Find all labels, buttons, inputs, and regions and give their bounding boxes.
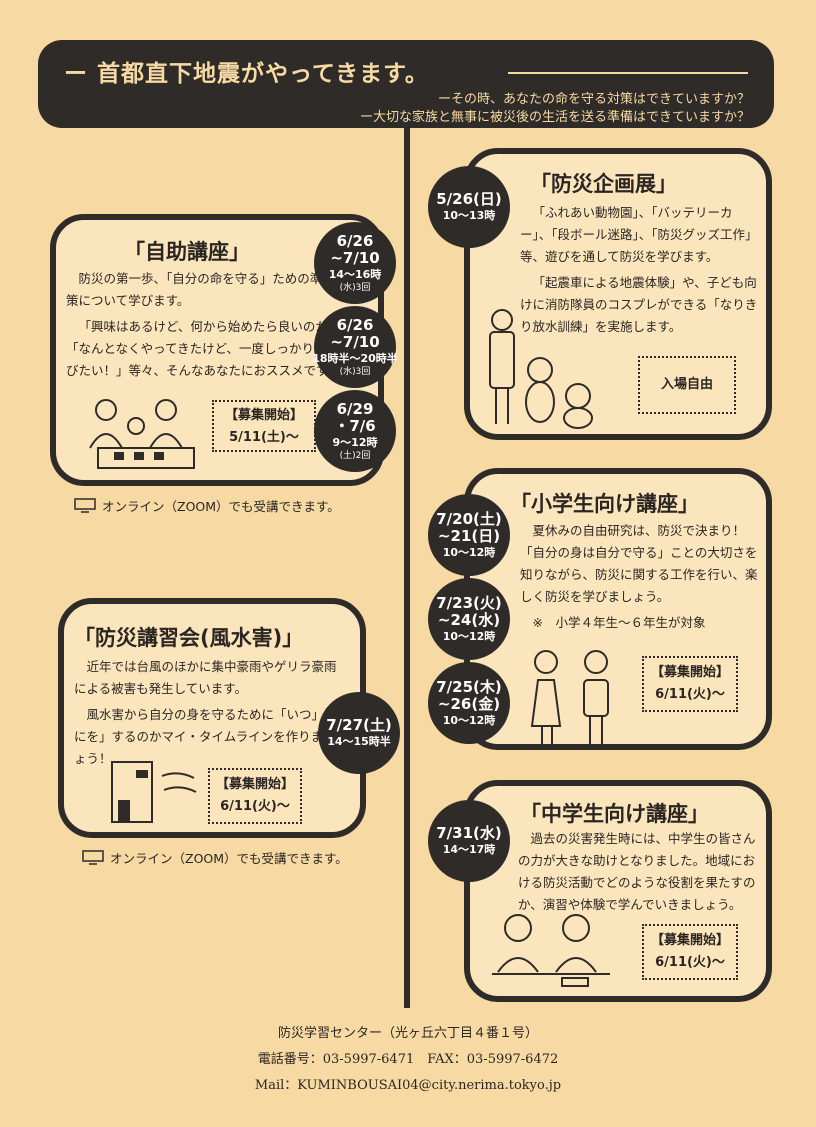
- date-text: 5/26(日): [436, 190, 502, 208]
- badge-date: 6/11(火)〜: [220, 799, 290, 814]
- date-circle-kikaku: 5/26(日) 10〜13時: [428, 166, 510, 248]
- badge-label: 【募集開始】: [650, 665, 729, 680]
- badge-date: 6/11(火)〜: [655, 687, 725, 702]
- online-text: オンライン（ZOOM）でも受講できます。: [102, 499, 340, 514]
- target-note: ※ 小学４年生〜６年生が対象: [532, 615, 706, 630]
- header-banner: ー 首都直下地震がやってきます。 ーその時、あなたの命を守る対策はできていますか…: [38, 40, 774, 128]
- entry-badge: 入場自由: [638, 356, 736, 414]
- card-paragraph: 夏休みの自由研究は、防災で決まり！「自分の身は自分で守る」ことの大切さを知りなが…: [520, 523, 758, 604]
- date-text-2: ~24(水): [437, 610, 501, 629]
- monitor-icon: [74, 498, 96, 513]
- badge-date: 6/11(火)〜: [655, 955, 725, 970]
- date-circle-shogaku-3: 7/25(木) ~26(金) 10〜12時: [428, 662, 510, 744]
- time-text: 10〜13時: [442, 209, 496, 222]
- card-title: 「防災講習会(風水害)」: [74, 626, 304, 650]
- subtitle-1: ーその時、あなたの命を守る対策はできていますか？: [437, 92, 750, 107]
- card-fusui: 「防災講習会(風水害)」 近年では台風のほかに集中豪雨やゲリラ豪雨による被害も発…: [58, 598, 366, 838]
- date-text: 7/27(土): [326, 716, 392, 734]
- badge-date: 5/11(土)〜: [229, 430, 299, 445]
- session-note: (土)2回: [339, 450, 371, 461]
- storm-house-illustration: [104, 756, 200, 830]
- card-paragraph: 過去の災害発生時には、中学生の皆さんの力が大きな助けとなりました。地域における防…: [518, 831, 756, 912]
- card-paragraph: 「起震車による地震体験」や、子ども向けに消防隊員のコスプレができる「なりきり放水…: [520, 275, 758, 334]
- time-text: 14〜17時: [442, 843, 496, 856]
- online-text: オンライン（ZOOM）でも受講できます。: [110, 851, 348, 866]
- badge-label: 【募集開始】: [215, 777, 294, 792]
- footer-phone: 電話番号：03-5997-6471 FAX：03-5997-6472: [257, 1052, 559, 1067]
- monitor-icon: [82, 850, 104, 865]
- card-paragraph: 防災の第一歩、「自分の命を守る」ための準備や対策について学びます。: [66, 271, 360, 308]
- date-text: 7/31(水): [436, 824, 502, 842]
- title-rule: [508, 72, 748, 74]
- date-text-2: ~21(日): [437, 526, 501, 545]
- date-circle-shogaku-2: 7/23(火) ~24(水) 10〜12時: [428, 578, 510, 660]
- timeline-line: [404, 128, 410, 1008]
- firefighter-animals-illustration: [482, 306, 612, 434]
- time-text: 14〜16時: [328, 267, 382, 281]
- card-body: 「ふれあい動物園」、「バッテリーカー」、「段ボール迷路」、「防災グッズ工作」等、…: [520, 202, 762, 342]
- date-text: 7/20(土): [436, 509, 502, 528]
- recruit-badge: 【募集開始】 6/11(火)〜: [208, 768, 302, 824]
- date-text-2: ~7/10: [330, 332, 380, 351]
- time-text: 18時半〜20時半: [312, 351, 398, 365]
- date-text-2: ~26(金): [437, 694, 501, 713]
- time-text: 10〜12時: [442, 713, 496, 727]
- card-title: 「中学生向け講座」: [520, 802, 709, 826]
- recruit-badge: 【募集開始】 6/11(火)〜: [642, 656, 738, 712]
- date-text: 6/29: [336, 399, 374, 418]
- time-text: 10〜12時: [442, 629, 496, 643]
- time-text: 9〜12時: [332, 435, 378, 449]
- badge-label: 【募集開始】: [650, 933, 729, 948]
- time-text: 14〜15時半: [327, 735, 391, 748]
- date-circle-jijo-3: 6/29 ・7/6 9〜12時 (土)2回: [314, 390, 396, 472]
- date-text-2: ~7/10: [330, 248, 380, 267]
- session-note: (水)3回: [339, 366, 371, 377]
- online-note-1: オンライン（ZOOM）でも受講できます。: [74, 496, 340, 515]
- card-paragraph: 「興味はあるけど、何から始めたら良いのか…」「なんとなくやってきたけど、一度しっ…: [66, 319, 365, 378]
- time-text: 10〜12時: [442, 545, 496, 559]
- date-circle-jijo-2: 6/26 ~7/10 18時半〜20時半 (水)3回: [312, 306, 398, 388]
- recruit-badge: 【募集開始】 6/11(火)〜: [642, 924, 738, 980]
- card-kikaku: 「防災企画展」 「ふれあい動物園」、「バッテリーカー」、「段ボール迷路」、「防災…: [464, 148, 772, 440]
- date-text: 7/25(木): [436, 677, 502, 696]
- recruit-badge: 【募集開始】 5/11(土)〜: [212, 400, 316, 452]
- date-circle-jijo-1: 6/26 ~7/10 14〜16時 (水)3回: [314, 222, 396, 304]
- online-note-2: オンライン（ZOOM）でも受講できます。: [82, 848, 348, 867]
- date-text-2: ・7/6: [334, 416, 376, 435]
- date-text: 7/23(火): [436, 593, 502, 612]
- date-text: 6/26: [336, 231, 374, 250]
- card-title: 「小学生向け講座」: [510, 492, 699, 516]
- badge-label: 【募集開始】: [224, 408, 303, 423]
- footer-mail[interactable]: Mail：KUMINBOUSAI04@city.nerima.tokyo.jp: [254, 1078, 562, 1093]
- card-shogaku: 「小学生向け講座」 夏休みの自由研究は、防災で決まり！「自分の身は自分で守る」こ…: [464, 468, 772, 750]
- footer-center: 防災学習センター（光ヶ丘六丁目４番１号）: [277, 1026, 538, 1041]
- students-illustration: [492, 910, 610, 994]
- card-paragraph: 「ふれあい動物園」、「バッテリーカー」、「段ボール迷路」、「防災グッズ工作」等、…: [520, 205, 758, 264]
- date-text: 6/26: [336, 315, 374, 334]
- card-body: 過去の災害発生時には、中学生の皆さんの力が大きな助けとなりました。地域における防…: [518, 828, 766, 920]
- card-title: 「自助講座」: [124, 240, 250, 264]
- card-body: 防災の第一歩、「自分の命を守る」ための準備や対策について学びます。 「興味はある…: [66, 268, 366, 386]
- date-circle-chugaku: 7/31(水) 14〜17時: [428, 800, 510, 882]
- card-paragraph: 風水害から自分の身を守るために「いつ」「なにを」するのかマイ・タイムラインを作り…: [74, 707, 343, 766]
- card-paragraph: 近年では台風のほかに集中豪雨やゲリラ豪雨による被害も発生しています。: [74, 659, 337, 696]
- date-circle-shogaku-1: 7/20(土) ~21(日) 10〜12時: [428, 494, 510, 576]
- children-illustration: [516, 646, 626, 750]
- card-chugaku: 「中学生向け講座」 過去の災害発生時には、中学生の皆さんの力が大きな助けとなりま…: [464, 780, 772, 1002]
- card-body: 夏休みの自由研究は、防災で決まり！「自分の身は自分で守る」ことの大切さを知りなが…: [520, 520, 764, 634]
- card-title: 「防災企画展」: [530, 172, 677, 196]
- main-title: ー 首都直下地震がやってきます。: [64, 61, 429, 87]
- subtitle-2: ー大切な家族と無事に被災後の生活を送る準備はできていますか？: [359, 110, 750, 125]
- session-note: (水)3回: [339, 282, 371, 293]
- card-body: 近年では台風のほかに集中豪雨やゲリラ豪雨による被害も発生しています。 風水害から…: [74, 656, 344, 774]
- family-illustration: [84, 396, 204, 476]
- date-circle-fusui: 7/27(土) 14〜15時半: [318, 692, 400, 774]
